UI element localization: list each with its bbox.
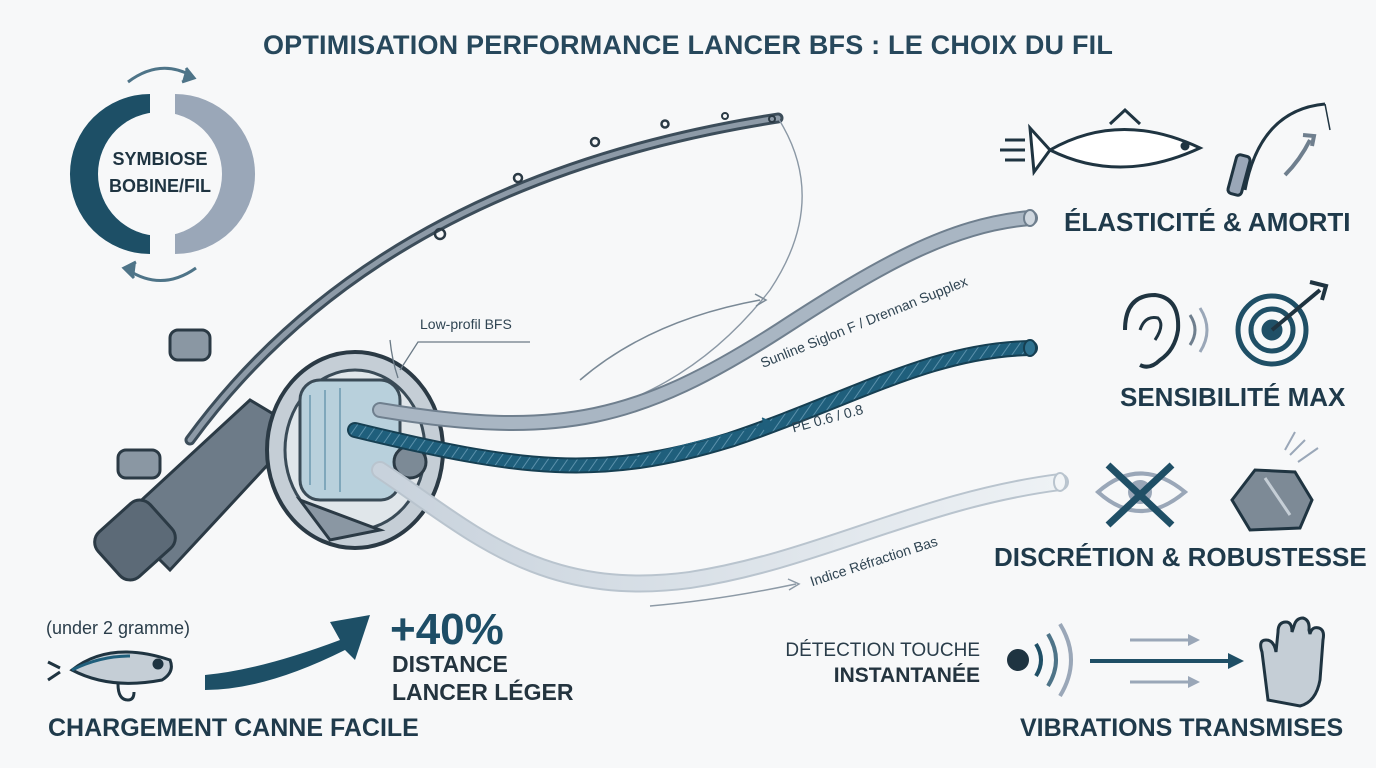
sensitivity-heading: SENSIBILITÉ MAX [1120, 382, 1346, 412]
symbiosis-label: SYMBIOSE BOBINE/FIL [80, 146, 240, 200]
lure-icon [47, 650, 173, 702]
cycle-arrow-icon [121, 66, 197, 282]
rod-bend-icon [1226, 102, 1331, 197]
fishing-rod [93, 112, 803, 582]
eye-crossed-icon [1094, 462, 1189, 528]
reel-label: Low-profil BFS [420, 316, 512, 332]
vibrations-heading: VIBRATIONS TRANSMISES [1020, 714, 1344, 742]
symbiosis-line1: SYMBIOSE [112, 149, 208, 169]
fluorocarbon-line [372, 209, 1038, 432]
elasticity-heading: ÉLASTICITÉ & AMORTI [1064, 207, 1351, 237]
symbiosis-line2: BOBINE/FIL [109, 176, 211, 196]
distance-gain: +40% [390, 605, 504, 654]
lure-weight-note: (under 2 gramme) [46, 618, 191, 638]
symbiosis-circles [69, 93, 256, 254]
detection-line2: INSTANTANÉE [833, 664, 980, 687]
distance-line1: DISTANCE [392, 651, 508, 677]
curved-arrow-icon [205, 615, 370, 690]
loading-heading: CHARGEMENT CANNE FACILE [48, 714, 419, 742]
ear-icon [1123, 292, 1209, 369]
hand-icon [1259, 616, 1325, 708]
rock-icon [1230, 431, 1319, 532]
discretion-heading: DISCRÉTION & ROBUSTESSE [994, 542, 1367, 572]
pe-braid-line [347, 339, 1038, 474]
detection-line1: DÉTECTION TOUCHE [785, 640, 980, 661]
distance-label: DISTANCE LANCER LÉGER [392, 650, 573, 706]
vibration-icon [1007, 622, 1073, 698]
clear-line [371, 461, 1069, 607]
arrows-icon [1090, 634, 1244, 688]
trout-icon [1000, 107, 1204, 177]
target-icon [1235, 280, 1329, 367]
page-title: OPTIMISATION PERFORMANCE LANCER BFS : LE… [262, 30, 1114, 60]
distance-line2: LANCER LÉGER [392, 679, 574, 705]
